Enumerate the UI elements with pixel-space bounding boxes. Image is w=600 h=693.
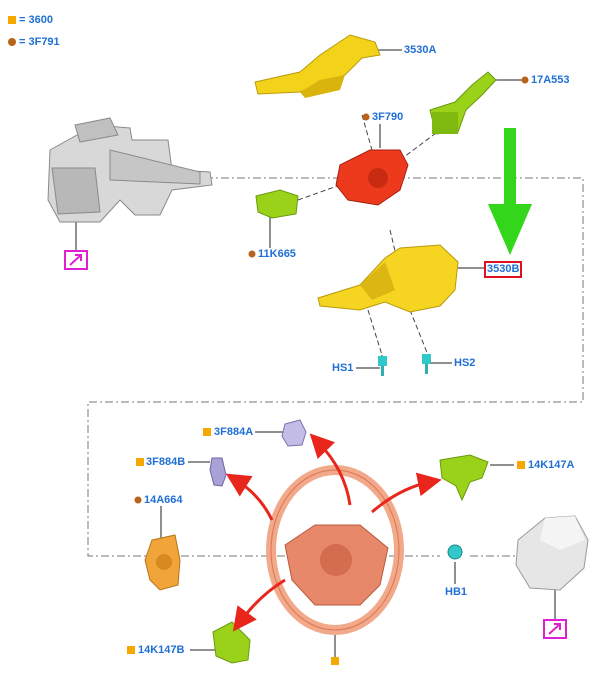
- switch-11K665: [255, 189, 299, 219]
- legend-circle: = 3F791: [8, 36, 60, 49]
- screw-hs1: [378, 356, 387, 376]
- label-14A664[interactable]: 14A664: [144, 494, 183, 506]
- legend-circle-text: = 3F791: [19, 36, 60, 48]
- upper-shroud-3530A: [254, 34, 381, 98]
- label-hs1[interactable]: HS1: [332, 362, 354, 374]
- switch-3F884A: [281, 419, 307, 447]
- lower-shroud-3530B: [317, 244, 459, 313]
- label-3530A[interactable]: 3530A: [404, 44, 437, 56]
- steering-wheel: [266, 465, 404, 635]
- label-hb1[interactable]: HB1: [445, 586, 468, 598]
- clockspring-14A664: [144, 534, 181, 591]
- label-17A553[interactable]: 17A553: [531, 74, 570, 86]
- arrow-icon: [69, 254, 82, 266]
- label-11K665[interactable]: 11K665: [258, 248, 296, 260]
- assembly-outline: [87, 177, 584, 557]
- label-hs2[interactable]: HS2: [454, 357, 476, 369]
- leader-lines: [75, 49, 556, 658]
- label-3F884B[interactable]: 3F884B: [146, 456, 186, 468]
- screw-hs2: [422, 354, 431, 374]
- external-link-icon[interactable]: [543, 619, 567, 639]
- label-3F884A[interactable]: 3F884A: [214, 426, 254, 438]
- airbag-module: [515, 515, 589, 591]
- label-14K147B[interactable]: 14K147B: [138, 644, 185, 656]
- switch-3F884B: [209, 457, 227, 487]
- label-3F790[interactable]: 3F790: [372, 111, 404, 123]
- switch-14K147B: [212, 621, 251, 664]
- label-14K147A[interactable]: 14K147A: [528, 459, 575, 471]
- square-marker-icon: [8, 16, 16, 25]
- leader-markers: [127, 76, 529, 665]
- wiper-switch-17A553: [429, 71, 497, 135]
- switch-housing-3F790: [335, 149, 409, 206]
- steering-column: [47, 117, 213, 223]
- legend-square: = 3600: [8, 14, 53, 27]
- external-link-icon[interactable]: [64, 250, 88, 270]
- label-3530B-highlighted[interactable]: 3530B: [484, 261, 523, 278]
- arrow-icon: [548, 623, 561, 635]
- switch-14K147A: [439, 454, 489, 502]
- legend-square-text: = 3600: [19, 14, 53, 26]
- bolt-hb1: [447, 544, 463, 560]
- circle-marker-icon: [8, 38, 16, 47]
- motion-arrows: [225, 433, 442, 632]
- green-arrow-down-icon: [488, 128, 532, 255]
